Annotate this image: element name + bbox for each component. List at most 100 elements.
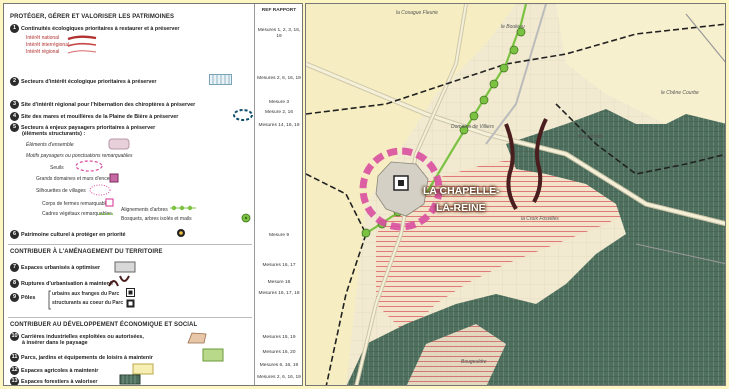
item-label: Parcs, jardins et équipements de loisirs… bbox=[21, 354, 153, 361]
item-label: Site d'intérêt régional pour l'hibernati… bbox=[21, 101, 196, 108]
item-label: Carrières industrielles exploitées ou au… bbox=[21, 333, 144, 340]
ref-mesures-12: Mesures 6, 16, 19 bbox=[259, 363, 299, 368]
item-number: 2 bbox=[10, 77, 19, 86]
ref-mesure-3: Mesure 3 bbox=[269, 100, 289, 105]
agricultural-zone bbox=[306, 4, 516, 385]
rupture-left bbox=[504, 123, 518, 211]
ref-mesure-8: Mesure 16 bbox=[267, 280, 291, 285]
interet-national: Intérêt national bbox=[26, 35, 60, 41]
item-number: 7 bbox=[10, 263, 19, 272]
pole-urbain-icon bbox=[126, 288, 135, 297]
item-label: Secteurs d'intérêt écologique prioritair… bbox=[21, 78, 157, 85]
bosquets-label: Bosquets, arbres isolés et mails bbox=[121, 216, 192, 222]
silhouettes-label: Silhouettes de villages bbox=[36, 188, 86, 194]
place-label-fosvilles: la Croix Fosvilles bbox=[521, 216, 559, 222]
ecological-sector-swatch bbox=[209, 74, 232, 85]
ref-mesure-4: Mesure 2, 16 bbox=[265, 110, 293, 115]
place-label-bougeuldre: Bougeuldre bbox=[461, 359, 487, 365]
place-label-bessonville: Bessonville bbox=[578, 134, 604, 140]
grands-domaines-label: Grands domaines et murs d'enceinte bbox=[36, 176, 118, 182]
map-legend: REF RAPPORT PROTÉGER, GÉRER ET VALORISER… bbox=[3, 3, 303, 386]
corps-fermes-label: Corps de fermes remarquables bbox=[42, 201, 111, 207]
cadre-vegetal-icon bbox=[99, 213, 113, 215]
item-label: Secteurs à enjeux paysagers prioritaires… bbox=[21, 124, 156, 131]
patrimoine-icon bbox=[177, 229, 185, 237]
ensemble-swatch bbox=[108, 138, 130, 150]
item-label: Pôles bbox=[21, 294, 36, 301]
ref-header: REF RAPPORT bbox=[261, 8, 297, 13]
seuils-label: Seuils bbox=[50, 165, 64, 171]
ref-mesures-10: Mesures 15, 19 bbox=[262, 335, 296, 340]
item-number: 3 bbox=[10, 100, 19, 109]
carriere-swatch bbox=[187, 332, 207, 344]
map-canvas bbox=[306, 4, 725, 385]
item-label: Espaces urbanisés à optimiser bbox=[21, 264, 101, 271]
item-number: 8 bbox=[10, 279, 19, 288]
item-number: 6 bbox=[10, 230, 19, 239]
item-label: Continuités écologiques prioritaires à r… bbox=[21, 25, 180, 32]
ferme-icon bbox=[105, 198, 114, 207]
item-number: 9 bbox=[10, 293, 19, 302]
ref-mesures-11: Mesures 16, 20 bbox=[262, 350, 296, 355]
legend-item-carrieres-sub: à insérer dans le paysage bbox=[22, 340, 88, 346]
motifs-paysagers: Motifs paysagers ou ponctuations remarqu… bbox=[26, 153, 133, 159]
domaine-icon bbox=[109, 173, 119, 183]
rupture-icon bbox=[108, 275, 130, 287]
town-label-line1: LA CHAPELLE- bbox=[423, 185, 500, 197]
pole-structurant-icon bbox=[126, 299, 135, 308]
item-number: 13 bbox=[10, 377, 19, 385]
forestier-swatch bbox=[119, 374, 141, 385]
item-label: Ruptures d'urbanisation à maintenir bbox=[21, 280, 114, 287]
alignement-arbres-icon bbox=[170, 205, 196, 211]
section-title-amenagement: CONTRIBUER À L'AMÉNAGEMENT DU TERRITOIRE bbox=[10, 249, 163, 255]
item-label: Site des mares et mouillères de la Plain… bbox=[21, 113, 179, 120]
elements-ensemble: Éléments d'ensemble bbox=[26, 142, 74, 148]
item-number: 10 bbox=[10, 332, 19, 341]
forest-zone bbox=[346, 109, 725, 385]
item-label: Espaces forestiers à valoriser bbox=[21, 378, 98, 385]
legend-divider bbox=[8, 317, 252, 318]
place-label-villiers: Domaine de Villiers bbox=[451, 124, 494, 130]
town-label-line2: LA-REINE bbox=[436, 202, 486, 214]
hatched-zone-south bbox=[406, 324, 506, 385]
hatched-paysage-zone bbox=[376, 154, 666, 334]
interet-interregional: Intérêt interrégional bbox=[26, 42, 70, 48]
corridor-lines-icon bbox=[67, 35, 97, 54]
item-number: 12 bbox=[10, 366, 19, 375]
map-panel: le Bouleau Domaine de Villiers Bessonvil… bbox=[305, 3, 726, 386]
item-number: 5 bbox=[10, 123, 19, 132]
ref-mesure-6: Mesure 9 bbox=[269, 233, 289, 238]
poles-urbains: urbains aux franges du Parc bbox=[52, 291, 120, 297]
mares-dashed-ellipse bbox=[233, 109, 253, 121]
ref-mesures-9: Mesures 16, 17, 18 bbox=[258, 291, 300, 296]
item-number: 1 bbox=[10, 24, 19, 33]
agricole-swatch bbox=[132, 363, 154, 375]
section-title-developpement: CONTRIBUER AU DÉVELOPPEMENT ÉCONOMIQUE E… bbox=[10, 322, 198, 328]
village-silhouette-ring bbox=[359, 147, 443, 231]
ref-mesures-7: Mesures 16, 17 bbox=[262, 263, 296, 268]
poles-structurants: structurants au coeur du Parc bbox=[52, 300, 124, 306]
parc-swatch bbox=[202, 348, 224, 362]
alignements-label: Alignements d'arbres bbox=[121, 207, 168, 213]
item-label: Patrimoine culturel à protéger en priori… bbox=[21, 231, 126, 238]
item-label: Espaces agricoles à maintenir bbox=[21, 367, 99, 374]
ref-mesures-5: Mesures 14, 16, 19 bbox=[258, 123, 300, 128]
seuils-dashed-ellipse bbox=[75, 160, 103, 172]
item-number: 4 bbox=[10, 112, 19, 121]
bosquet-icon bbox=[241, 213, 251, 223]
ref-mesures-13: Mesures 2, 6, 16, 19 bbox=[257, 375, 301, 380]
item-number: 11 bbox=[10, 353, 19, 362]
ref-mesures-2: Mesures 2, 6, 16, 19 bbox=[257, 76, 301, 81]
